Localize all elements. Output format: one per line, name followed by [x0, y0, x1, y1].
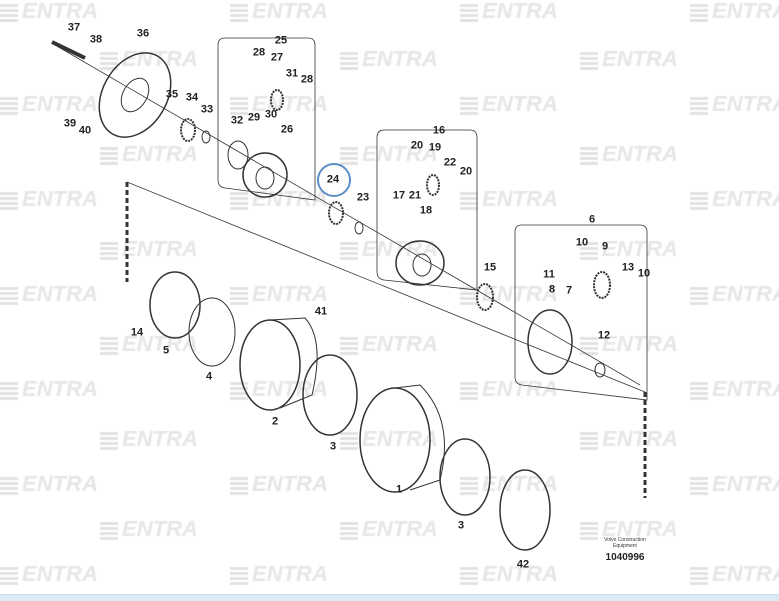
part-label-12[interactable]: 12	[597, 329, 611, 342]
part-label-6[interactable]: 6	[588, 213, 596, 226]
part-label-4[interactable]: 4	[205, 370, 213, 383]
part-label-28[interactable]: 28	[300, 73, 314, 86]
part-label-10[interactable]: 10	[637, 267, 651, 280]
part-label-11[interactable]: 11	[543, 268, 555, 281]
part-label-29[interactable]: 29	[247, 111, 261, 124]
part-label-36[interactable]: 36	[136, 27, 150, 40]
part-label-39[interactable]: 39	[63, 117, 77, 130]
part-label-30[interactable]: 30	[264, 108, 278, 121]
part-label-34[interactable]: 34	[185, 91, 199, 104]
part-label-22[interactable]: 22	[443, 156, 457, 169]
part-label-7[interactable]: 7	[565, 284, 573, 297]
part-label-19[interactable]: 19	[428, 141, 442, 154]
part-label-9[interactable]: 9	[601, 240, 609, 253]
part-label-32[interactable]: 32	[230, 114, 244, 127]
part-label-31[interactable]: 31	[285, 67, 299, 80]
part-label-10[interactable]: 10	[575, 236, 589, 249]
part-label-23[interactable]: 23	[356, 191, 370, 204]
credit-line1: Volvo Construction	[604, 537, 646, 543]
credit-line2: Equipment	[613, 543, 637, 549]
manufacturer-credit: Volvo Construction Equipment	[590, 537, 660, 549]
part-label-41[interactable]: 41	[314, 305, 328, 318]
part-label-21[interactable]: 21	[408, 189, 422, 202]
part-label-27[interactable]: 27	[270, 51, 284, 64]
part-label-28[interactable]: 28	[252, 46, 266, 59]
document-number: 1040996	[605, 552, 645, 563]
part-label-15[interactable]: 15	[483, 261, 497, 274]
part-label-38[interactable]: 38	[89, 33, 103, 46]
part-label-16[interactable]: 16	[432, 124, 446, 137]
part-label-33[interactable]: 33	[200, 103, 214, 116]
part-label-20[interactable]: 20	[459, 165, 473, 178]
part-label-35[interactable]: 35	[165, 88, 179, 101]
part-label-40[interactable]: 40	[78, 124, 92, 137]
part-label-5[interactable]: 5	[162, 344, 170, 357]
part-label-20[interactable]: 20	[410, 139, 424, 152]
part-label-25[interactable]: 25	[274, 34, 288, 47]
part-label-37[interactable]: 37	[67, 21, 81, 34]
part-label-18[interactable]: 18	[419, 204, 433, 217]
bottom-strip	[0, 594, 779, 601]
part-label-17[interactable]: 17	[392, 189, 406, 202]
part-label-14[interactable]: 14	[130, 326, 144, 339]
part-label-3[interactable]: 3	[457, 519, 465, 532]
part-label-13[interactable]: 13	[621, 261, 635, 274]
highlight-circle-part-24	[317, 163, 351, 197]
part-label-2[interactable]: 2	[271, 415, 279, 428]
part-label-42[interactable]: 42	[516, 558, 530, 571]
part-label-1[interactable]: 1	[395, 483, 403, 496]
part-label-26[interactable]: 26	[280, 123, 294, 136]
part-label-3[interactable]: 3	[329, 440, 337, 453]
part-label-8[interactable]: 8	[548, 283, 556, 296]
